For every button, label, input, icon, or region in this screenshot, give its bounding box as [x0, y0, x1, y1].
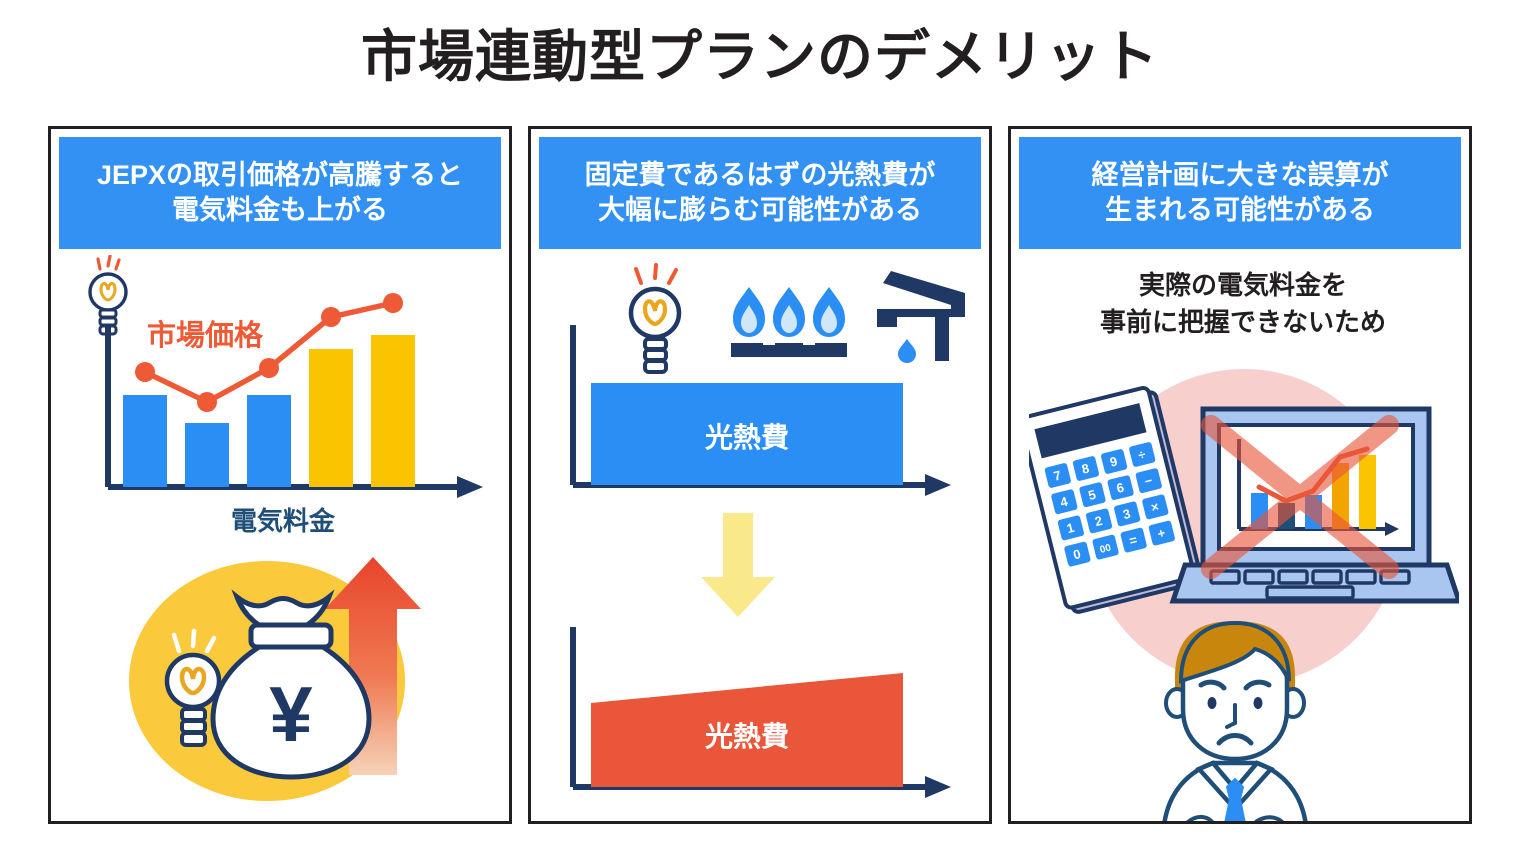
panel-2-header-line-1: 固定費であるはずの光熱費が [584, 160, 936, 191]
panel-1-header: JEPXの取引価格が高騰すると 電気料金も上がる [59, 137, 501, 249]
svg-text:=: = [1128, 532, 1139, 548]
lightbulb-icon [628, 263, 682, 374]
svg-text:4: 4 [1059, 494, 1070, 510]
panel-1-header-line-2: 電気料金も上がる [172, 195, 388, 225]
svg-text:7: 7 [1052, 467, 1063, 483]
money-bag-illustration: ¥ [129, 557, 421, 801]
panel-3-header-line-2: 生まれる可能性がある [1105, 195, 1375, 225]
water-faucet-icon [877, 271, 965, 363]
down-arrow-icon [701, 513, 775, 617]
gas-flame-icon [731, 287, 847, 357]
panel-1-body: 市場価格 電気料金 [51, 255, 509, 821]
panel-3-header-line-1: 経営計画に大きな誤算が [1091, 160, 1389, 191]
svg-text:×: × [1149, 499, 1160, 515]
svg-text:÷: ÷ [1136, 446, 1147, 462]
svg-text:0: 0 [1072, 546, 1083, 562]
utility-cost-flat-block [591, 383, 903, 485]
red-cross-out-icon [1201, 415, 1399, 579]
bar-1 [123, 395, 167, 487]
utility-cost-rising-block [591, 673, 903, 787]
panel-2-diagram [570, 263, 965, 798]
panel-3-header: 経営計画に大きな誤算が 生まれる可能性がある [1019, 137, 1461, 249]
panel-business-plan-risk: 経営計画に大きな誤算が 生まれる可能性がある 実際の電気料金を 事前に把握できな… [1008, 126, 1472, 824]
page-title: 市場連動型プランのデメリット [361, 25, 1159, 88]
bar-4 [309, 349, 353, 487]
bar-3 [247, 395, 291, 487]
bar-5 [371, 335, 415, 487]
lightbulb-icon [88, 255, 128, 336]
svg-text:+: + [1156, 525, 1167, 541]
panel-1-header-line-1: JEPXの取引価格が高騰すると [96, 160, 464, 191]
svg-text:2: 2 [1093, 513, 1104, 529]
lightbulb-icon [164, 628, 222, 747]
svg-text:−: − [1143, 473, 1154, 489]
panel-2-header: 固定費であるはずの光熱費が 大幅に膨らむ可能性がある [539, 137, 981, 249]
panel-3-body: 実際の電気料金を 事前に把握できないため [1011, 255, 1469, 821]
money-bag-yen-icon: ¥ [210, 589, 372, 780]
svg-text:8: 8 [1080, 460, 1091, 476]
utility-cost-rising-label: 光熱費 [704, 721, 789, 752]
panel-3-description-line-2: 事前に把握できないため [1099, 306, 1386, 337]
panel-1-price-chart [88, 255, 483, 498]
panel-3-description-line-1: 実際の電気料金を [1138, 270, 1347, 300]
svg-text:00: 00 [1099, 542, 1113, 555]
bar-2 [185, 423, 229, 487]
panel-3-description: 実際の電気料金を 事前に把握できないため [1011, 267, 1475, 341]
worried-businessman-icon [1162, 620, 1308, 821]
yen-symbol: ¥ [269, 670, 313, 758]
market-price-label: 市場価格 [147, 320, 264, 352]
panel-2-body: 光熱費 光熱費 [531, 255, 989, 821]
svg-text:1: 1 [1065, 520, 1076, 536]
svg-text:6: 6 [1115, 480, 1126, 496]
panel-jepx-price: JEPXの取引価格が高騰すると 電気料金も上がる [48, 126, 512, 824]
utility-cost-flat-label: 光熱費 [704, 422, 789, 453]
svg-text:3: 3 [1121, 506, 1132, 522]
svg-text:9: 9 [1108, 453, 1119, 469]
svg-text:5: 5 [1087, 487, 1098, 503]
electricity-bill-caption: 電気料金 [230, 506, 335, 536]
panel-2-header-line-2: 大幅に膨らむ可能性がある [598, 195, 922, 225]
panel-utility-cost: 固定費であるはずの光熱費が 大幅に膨らむ可能性がある [528, 126, 992, 824]
